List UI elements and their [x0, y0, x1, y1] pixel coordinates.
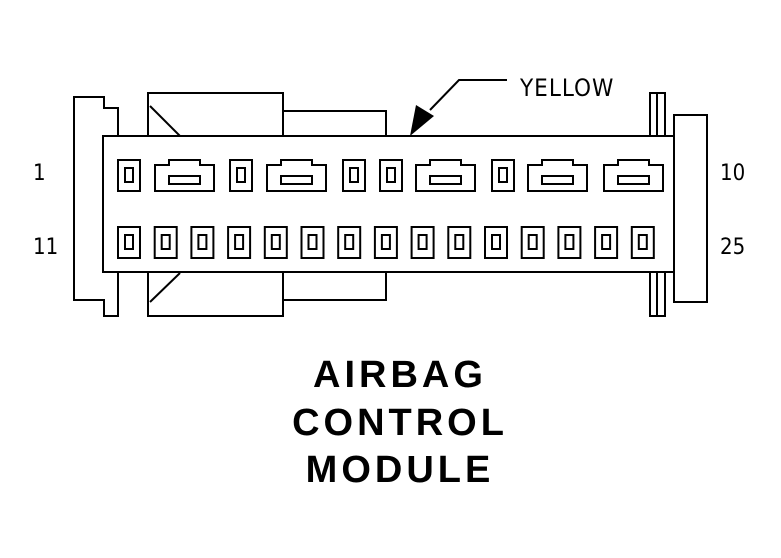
cavity-row1-10 [603, 159, 664, 192]
cavity-row2-8 [373, 226, 398, 259]
cavity-row2-3 [190, 226, 215, 259]
cavity-row1-7 [415, 159, 476, 192]
cavity-row1-1 [117, 159, 141, 192]
top-latch [147, 92, 387, 135]
cavity-row2-1 [117, 226, 141, 259]
pin-label-25: 25 [720, 235, 745, 260]
housing-left-outline [73, 96, 119, 317]
cavity-row1-8 [491, 159, 515, 192]
cavity-row2-5 [263, 226, 288, 259]
cavity-row2-14 [594, 226, 619, 259]
cavity-row-1 [117, 159, 664, 192]
cavity-row2-4 [227, 226, 252, 259]
connector-body [102, 135, 675, 273]
pin-label-1: 1 [33, 161, 46, 186]
cavity-row1-4 [266, 159, 327, 192]
cavity-row1-9 [527, 159, 588, 192]
cavity-row2-15 [630, 226, 655, 259]
caption-line-3: MODULE [305, 449, 495, 491]
cavity-row2-2 [153, 226, 178, 259]
cavity-row1-6 [379, 159, 403, 192]
callout-arrowhead [410, 105, 434, 136]
pin-label-10: 10 [720, 161, 745, 186]
cavity-row2-12 [520, 226, 545, 259]
cavity-row2-11 [484, 226, 508, 259]
pin-label-11: 11 [33, 235, 58, 260]
cavity-row1-3 [229, 159, 253, 192]
wire-color-label: YELLOW [519, 74, 614, 102]
cavity-row2-13 [557, 226, 582, 259]
cavity-row-2 [117, 226, 655, 259]
cavity-row2-7 [337, 226, 362, 259]
callout-leader [429, 79, 507, 111]
cavity-row2-9 [410, 226, 435, 259]
caption-line-1: AIRBAG [313, 354, 487, 396]
cavity-row2-10 [447, 226, 472, 259]
cavity-row1-2 [154, 159, 215, 192]
bottom-latch [147, 272, 387, 317]
cavity-row2-6 [300, 226, 325, 259]
caption-line-2: CONTROL [292, 402, 508, 444]
cavity-row1-5 [342, 159, 366, 192]
